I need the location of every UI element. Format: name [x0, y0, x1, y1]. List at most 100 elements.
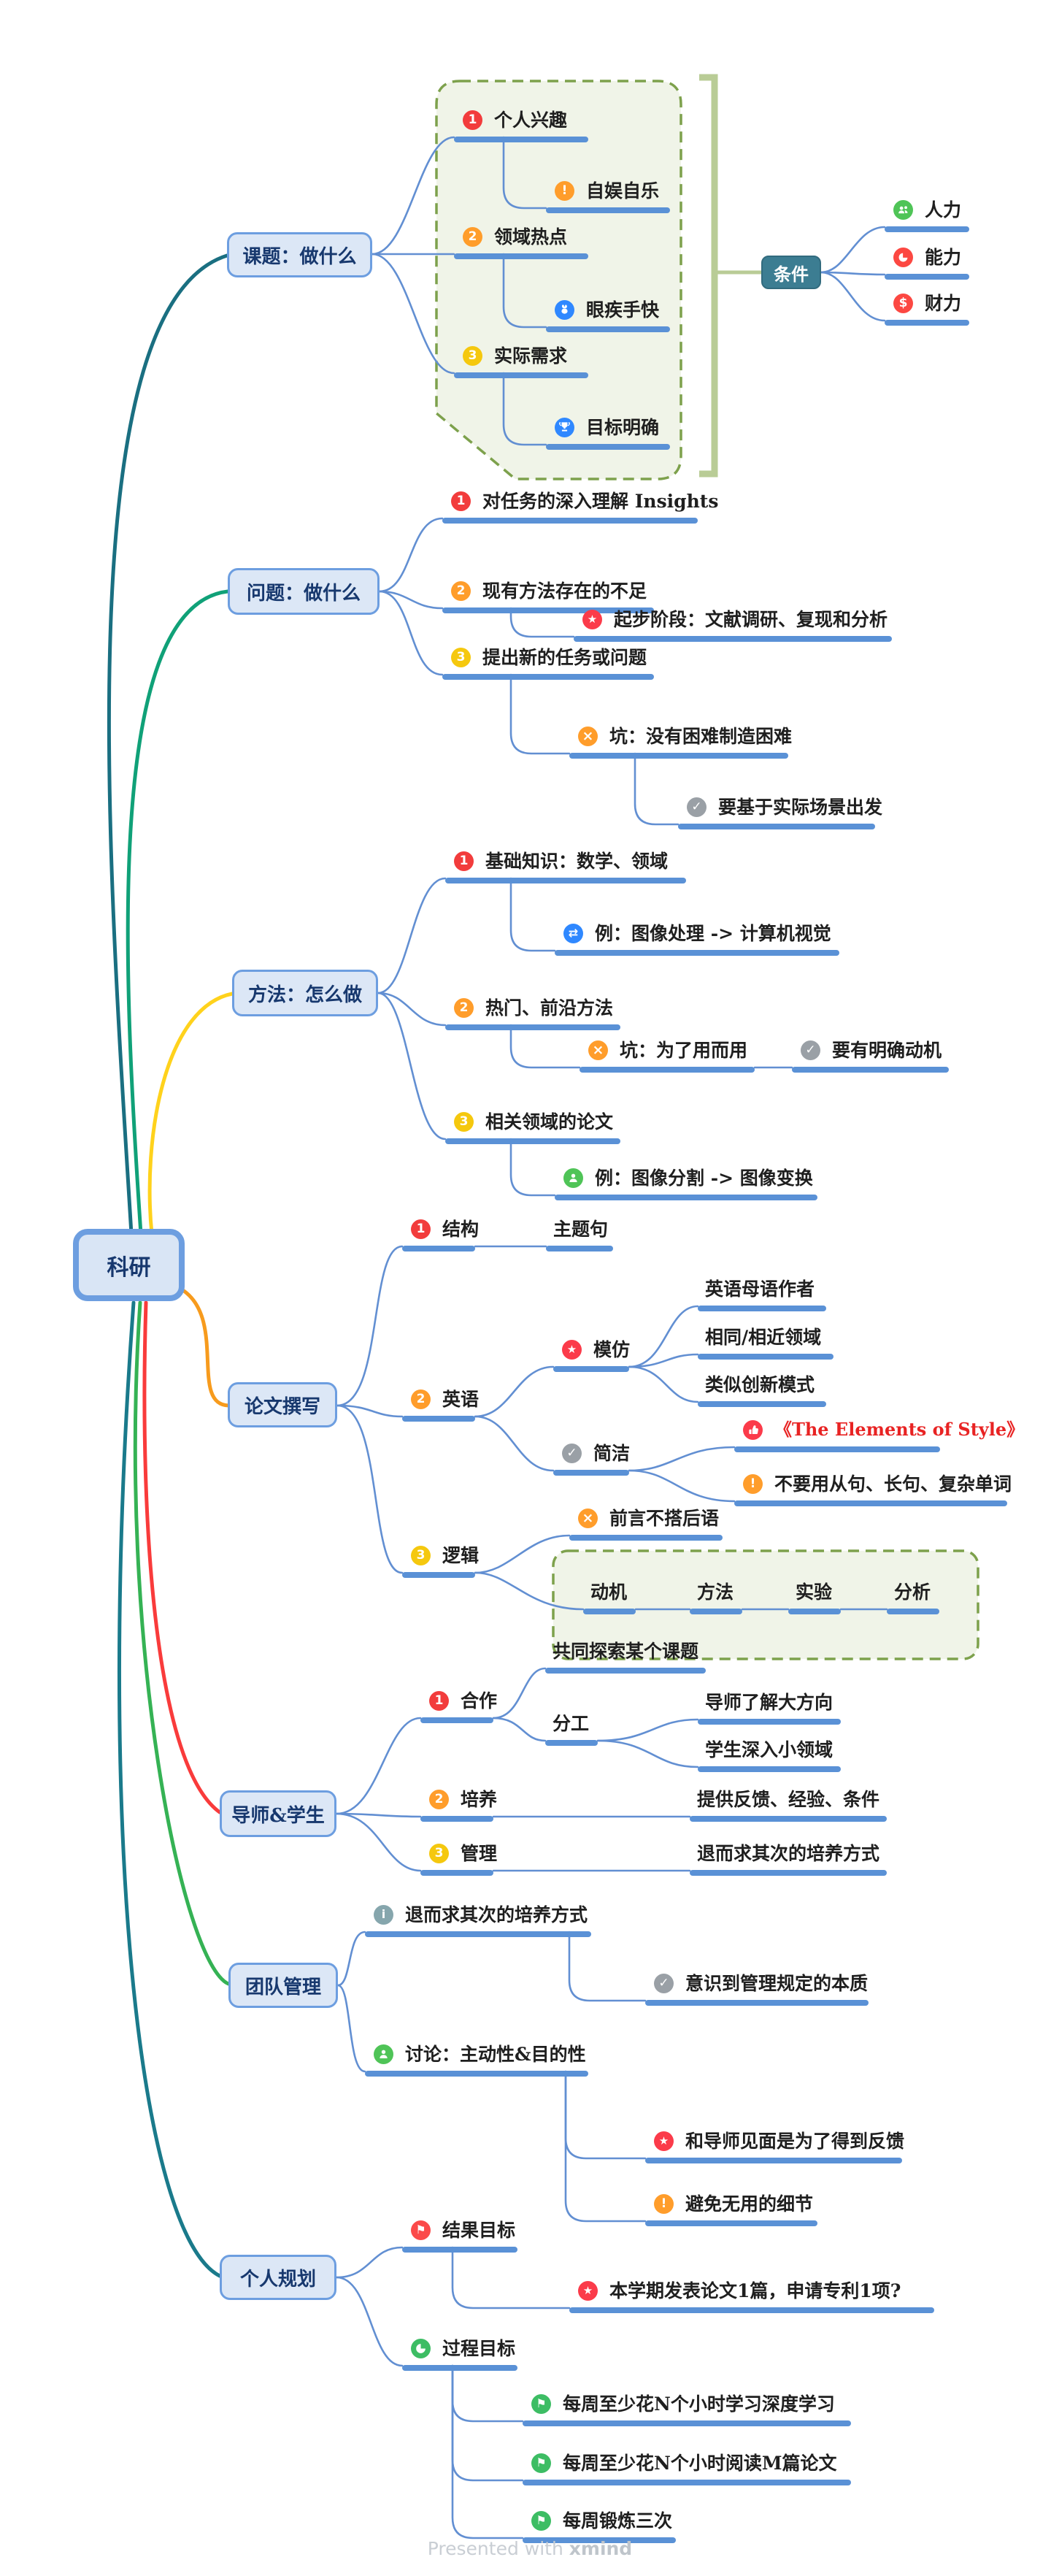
- node-student-deep-dive[interactable]: 学生深入小领域: [698, 1737, 841, 1772]
- node-pit-fake-difficulty[interactable]: ×坑：没有困难制造困难: [569, 724, 792, 759]
- node-provide-feedback[interactable]: 提供反馈、经验、条件: [690, 1787, 887, 1822]
- check-icon: ✓: [801, 1040, 820, 1060]
- flag-icon: ⚑: [531, 2510, 551, 2531]
- branch-node-problem[interactable]: 问题：做什么: [228, 568, 380, 615]
- cross-icon: ×: [578, 1508, 598, 1528]
- pie-chart-icon: [893, 247, 913, 267]
- node-clear-motivation[interactable]: ✓要有明确动机: [792, 1038, 949, 1073]
- branch-node-personal[interactable]: 个人规划: [220, 2255, 336, 2300]
- branch-node-topic[interactable]: 课题：做什么: [227, 232, 372, 277]
- node-starting-stage[interactable]: ★起步阶段：文献调研、复现和分析: [574, 607, 892, 642]
- node-explore-together[interactable]: 共同探索某个课题: [545, 1638, 706, 1674]
- node-clear-goal[interactable]: 目标明确: [546, 415, 670, 450]
- node-financial[interactable]: $财力: [885, 291, 969, 326]
- node-meet-for-feedback[interactable]: ★和导师见面是为了得到反馈: [645, 2128, 904, 2163]
- people-icon: [893, 199, 913, 220]
- branch-node-paper[interactable]: 论文撰写: [228, 1382, 337, 1427]
- person-icon: [374, 2044, 393, 2064]
- node-analysis-step[interactable]: 分析: [887, 1579, 939, 1614]
- node-method-step[interactable]: 方法: [690, 1579, 742, 1614]
- node-discussion[interactable]: 讨论：主动性&目的性: [365, 2042, 588, 2077]
- number-1-icon: 1: [454, 851, 474, 871]
- node-imitate[interactable]: ★模仿: [553, 1337, 630, 1372]
- branch-curves: [107, 253, 234, 2278]
- node-quick-eyes-hands[interactable]: 眼疾手快: [546, 297, 670, 332]
- node-weekly-reading[interactable]: ⚑每周至少花N个小时阅读M篇论文: [523, 2450, 851, 2485]
- number-3-icon: 3: [451, 647, 471, 667]
- branch-node-advisor[interactable]: 导师&学生: [220, 1790, 336, 1837]
- node-similar-innovation[interactable]: 类似创新模式: [698, 1372, 826, 1407]
- node-native-authors[interactable]: 英语母语作者: [698, 1276, 826, 1311]
- number-1-icon: 1: [429, 1690, 449, 1711]
- node-real-scenario[interactable]: ✓要基于实际场景出发: [678, 794, 882, 829]
- number-1-icon: 1: [463, 110, 482, 130]
- node-elements-of-style[interactable]: 《The Elements of Style》: [734, 1417, 1024, 1452]
- node-example-segmentation[interactable]: 例：图像分割 -> 图像变换: [555, 1165, 817, 1200]
- dollar-icon: $: [893, 293, 913, 313]
- node-motivation[interactable]: 动机: [583, 1579, 636, 1614]
- thumb-up-icon: [743, 1419, 763, 1440]
- check-icon: ✓: [654, 1973, 674, 1993]
- node-process-goal[interactable]: 过程目标: [402, 2336, 517, 2371]
- group-box-logic: [552, 1549, 979, 1660]
- number-2-icon: 2: [429, 1789, 449, 1809]
- node-pit-use-for-use[interactable]: ×坑：为了用而用: [580, 1038, 755, 1073]
- branch-node-team[interactable]: 团队管理: [228, 1963, 338, 2008]
- node-incoherent[interactable]: ×前言不搭后语: [569, 1506, 723, 1541]
- cross-icon: ×: [578, 726, 598, 746]
- node-similar-field[interactable]: 相同/相近领域: [698, 1325, 834, 1360]
- node-mentor-big-picture[interactable]: 导师了解大方向: [698, 1690, 841, 1725]
- node-topic-sentence[interactable]: 主题句: [546, 1216, 613, 1251]
- exclamation-icon: !: [654, 2193, 674, 2214]
- node-ability[interactable]: 能力: [885, 245, 969, 280]
- number-2-icon: 2: [451, 580, 471, 601]
- node-avoid-clauses[interactable]: !不要用从句、长句、复杂单词: [734, 1471, 1012, 1506]
- rabbit-icon: [555, 299, 574, 320]
- number-1-icon: 1: [411, 1219, 431, 1239]
- node-experiment-step[interactable]: 实验: [788, 1579, 841, 1614]
- info-icon: i: [374, 1904, 393, 1925]
- swap-arrows-icon: ⇄: [563, 923, 583, 943]
- node-management-essence[interactable]: ✓意识到管理规定的本质: [645, 1971, 869, 2006]
- number-1-icon: 1: [451, 491, 471, 511]
- topic-connectors: [335, 136, 888, 2539]
- node-weekly-deep-learning[interactable]: ⚑每周至少花N个小时学习深度学习: [523, 2391, 851, 2426]
- node-result-goal[interactable]: ⚑结果目标: [402, 2217, 517, 2253]
- node-weekly-exercise[interactable]: ⚑每周锻炼三次: [523, 2508, 676, 2543]
- number-2-icon: 2: [454, 997, 474, 1018]
- branch-node-method[interactable]: 方法：怎么做: [232, 970, 378, 1016]
- node-example-image-processing[interactable]: ⇄例：图像处理 -> 计算机视觉: [555, 921, 839, 956]
- number-3-icon: 3: [411, 1545, 431, 1565]
- node-self-amusement[interactable]: !自娱自乐: [546, 178, 670, 213]
- summary-node-conditions[interactable]: 条件: [761, 256, 821, 289]
- node-fallback-cultivation[interactable]: 退而求其次的培养方式: [690, 1841, 887, 1876]
- node-manpower[interactable]: 人力: [885, 197, 969, 232]
- number-3-icon: 3: [429, 1843, 449, 1863]
- star-icon: ★: [578, 2280, 598, 2301]
- group-box-topic: [435, 80, 682, 480]
- summary-bracket: [699, 74, 718, 478]
- root-node[interactable]: 科研: [73, 1229, 185, 1301]
- exclamation-icon: !: [555, 180, 574, 201]
- node-division-of-labor[interactable]: 分工: [545, 1711, 598, 1746]
- node-publish-paper-patent[interactable]: ★本学期发表论文1篇，申请专利1项?: [569, 2278, 934, 2313]
- node-concise[interactable]: ✓简洁: [553, 1441, 630, 1476]
- node-avoid-useless-detail[interactable]: !避免无用的细节: [645, 2191, 817, 2226]
